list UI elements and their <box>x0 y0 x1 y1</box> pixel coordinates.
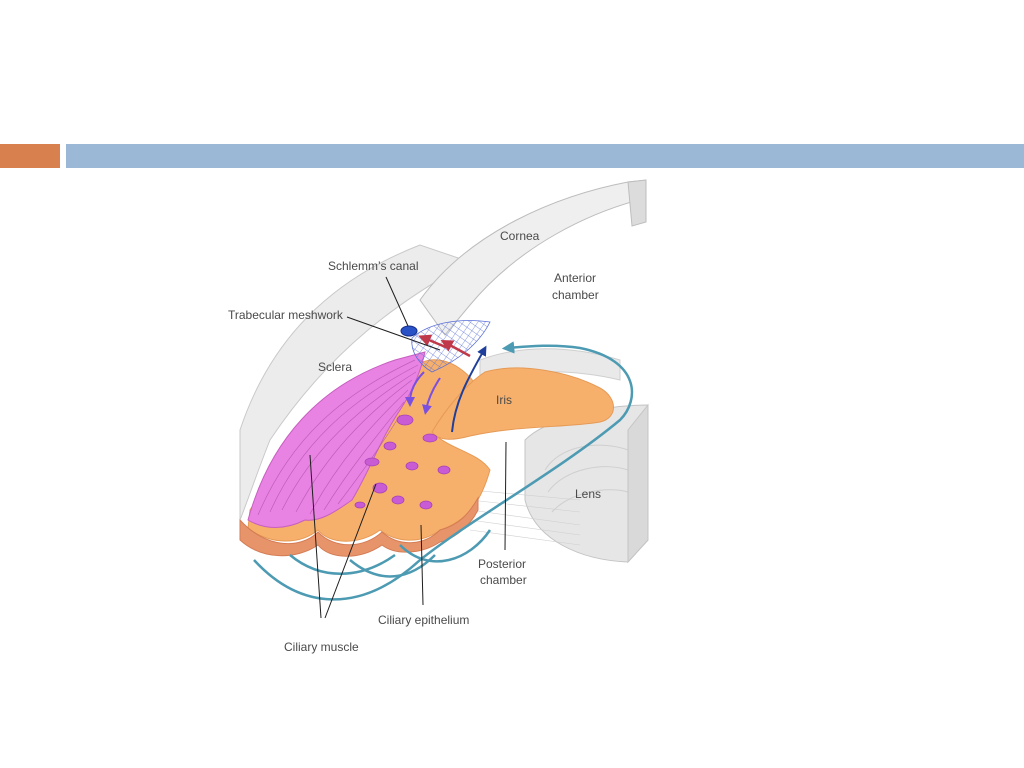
label-trabecular-meshwork: Trabecular meshwork <box>228 308 344 322</box>
label-sclera: Sclera <box>318 360 352 374</box>
uveoscleral-drain-arrows <box>405 371 441 415</box>
ciliary-muscle-fibers <box>257 359 419 516</box>
ciliary-epithelium-lobules <box>354 414 451 510</box>
lens-face <box>627 403 649 564</box>
label-posterior-chamber-line2: chamber <box>480 573 527 587</box>
label-anterior-chamber-line2: chamber <box>552 288 599 302</box>
trabecular-outflow-arrows <box>418 334 471 358</box>
iris-shape <box>431 367 614 440</box>
schlemm-canal-shape <box>400 325 418 337</box>
lens-rings <box>544 444 629 513</box>
label-anterior-chamber-line1: Anterior <box>554 271 596 285</box>
label-schlemm-canal: Schlemm’s canal <box>328 259 418 273</box>
label-ciliary-muscle: Ciliary muscle <box>284 640 359 654</box>
header-accent-bar <box>0 144 60 168</box>
header-bar <box>66 144 1024 168</box>
aqueous-flow-lines <box>253 341 634 601</box>
label-iris: Iris <box>496 393 512 407</box>
cornea-edge <box>627 179 647 227</box>
label-ciliary-epithelium: Ciliary epithelium <box>378 613 469 627</box>
label-lens: Lens <box>575 487 601 501</box>
label-posterior-chamber-line1: Posterior <box>478 557 526 571</box>
ciliary-body-rim <box>239 496 479 557</box>
label-cornea: Cornea <box>500 229 540 243</box>
aqueous-inflow-arrow <box>451 345 487 433</box>
eye-anatomy-diagram: Cornea Schlemm’s canal Trabecular meshwo… <box>228 179 649 654</box>
leader-lines <box>309 276 507 619</box>
